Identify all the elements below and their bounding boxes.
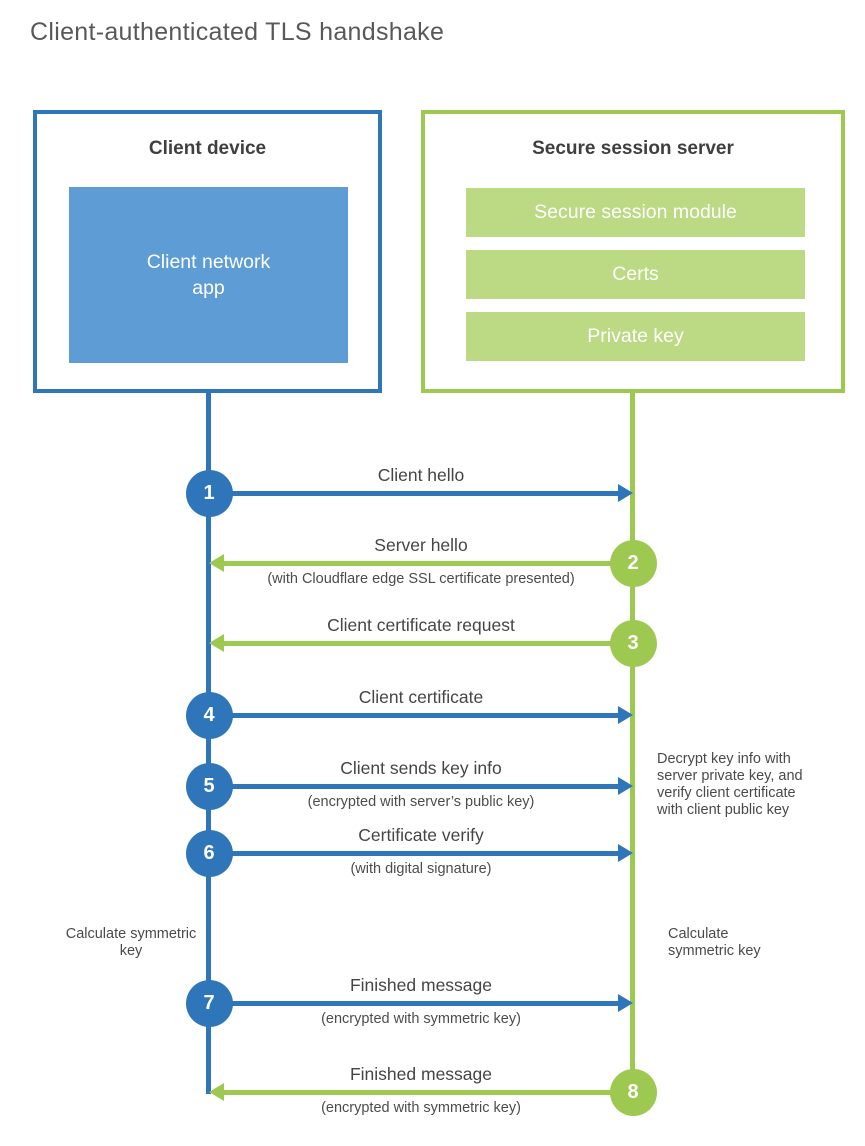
step-4-arrow-line	[209, 713, 619, 718]
step-7-label: Finished message	[349, 975, 493, 995]
step-2-arrow-line	[224, 561, 633, 566]
step-7-number-badge: 7	[185, 979, 233, 1027]
server-module-private-key: Private key	[466, 312, 805, 361]
step-5-number-badge: 5	[185, 762, 233, 810]
server-decrypt-note: Decrypt key info with server private key…	[657, 751, 803, 819]
server-calculate-note: Calculate symmetric key	[668, 926, 761, 960]
step-2-sublabel: (with Cloudflare edge SSL certificate pr…	[267, 571, 575, 587]
step-5-arrow-line	[209, 784, 619, 789]
step-8-arrowhead-icon	[209, 1083, 224, 1101]
client-device-title: Client device	[148, 138, 267, 159]
step-7-arrowhead-icon	[618, 994, 633, 1012]
client-calculate-note: Calculate symmetric key	[65, 926, 197, 960]
step-5-sublabel: (encrypted with server’s public key)	[307, 794, 535, 810]
server-module-secure-session: Secure session module	[466, 188, 805, 237]
step-6-number-badge: 6	[185, 829, 233, 877]
step-8-sublabel: (encrypted with symmetric key)	[321, 1100, 521, 1116]
secure-session-server-box: Secure session server Secure session mod…	[421, 110, 845, 393]
client-device-box: Client device Client network app	[33, 110, 382, 393]
step-6-arrow-line	[209, 851, 619, 856]
step-3-number-badge: 3	[609, 619, 657, 667]
step-4-arrowhead-icon	[618, 706, 633, 724]
step-5-arrowhead-icon	[618, 777, 633, 795]
step-7-sublabel: (encrypted with symmetric key)	[321, 1011, 521, 1027]
step-7-arrow-line	[209, 1001, 619, 1006]
step-3-label: Client certificate request	[327, 615, 515, 635]
step-3-arrowhead-icon	[209, 634, 224, 652]
step-8-label: Finished message	[349, 1064, 493, 1084]
client-network-app-box: Client network app	[69, 187, 348, 363]
server-module-certs: Certs	[466, 250, 805, 299]
step-2-label: Server hello	[374, 535, 468, 555]
step-6-arrowhead-icon	[618, 844, 633, 862]
step-1-label: Client hello	[377, 465, 465, 485]
step-2-arrowhead-icon	[209, 554, 224, 572]
step-3-arrow-line	[224, 641, 633, 646]
client-lifeline	[206, 391, 211, 1094]
secure-session-server-title: Secure session server	[532, 138, 734, 159]
step-6-label: Certificate verify	[358, 825, 484, 845]
step-1-arrow-line	[209, 491, 619, 496]
page-title: Client-authenticated TLS handshake	[30, 18, 445, 46]
step-5-label: Client sends key info	[340, 758, 502, 778]
step-8-arrow-line	[224, 1090, 633, 1095]
step-1-arrowhead-icon	[618, 484, 633, 502]
step-1-number-badge: 1	[185, 469, 233, 517]
step-8-number-badge: 8	[609, 1068, 657, 1116]
client-network-app-label: Client network app	[146, 250, 271, 299]
step-4-label: Client certificate	[358, 687, 484, 707]
step-2-number-badge: 2	[609, 539, 657, 587]
step-4-number-badge: 4	[185, 691, 233, 739]
server-lifeline	[630, 391, 635, 1094]
step-6-sublabel: (with digital signature)	[350, 861, 492, 877]
